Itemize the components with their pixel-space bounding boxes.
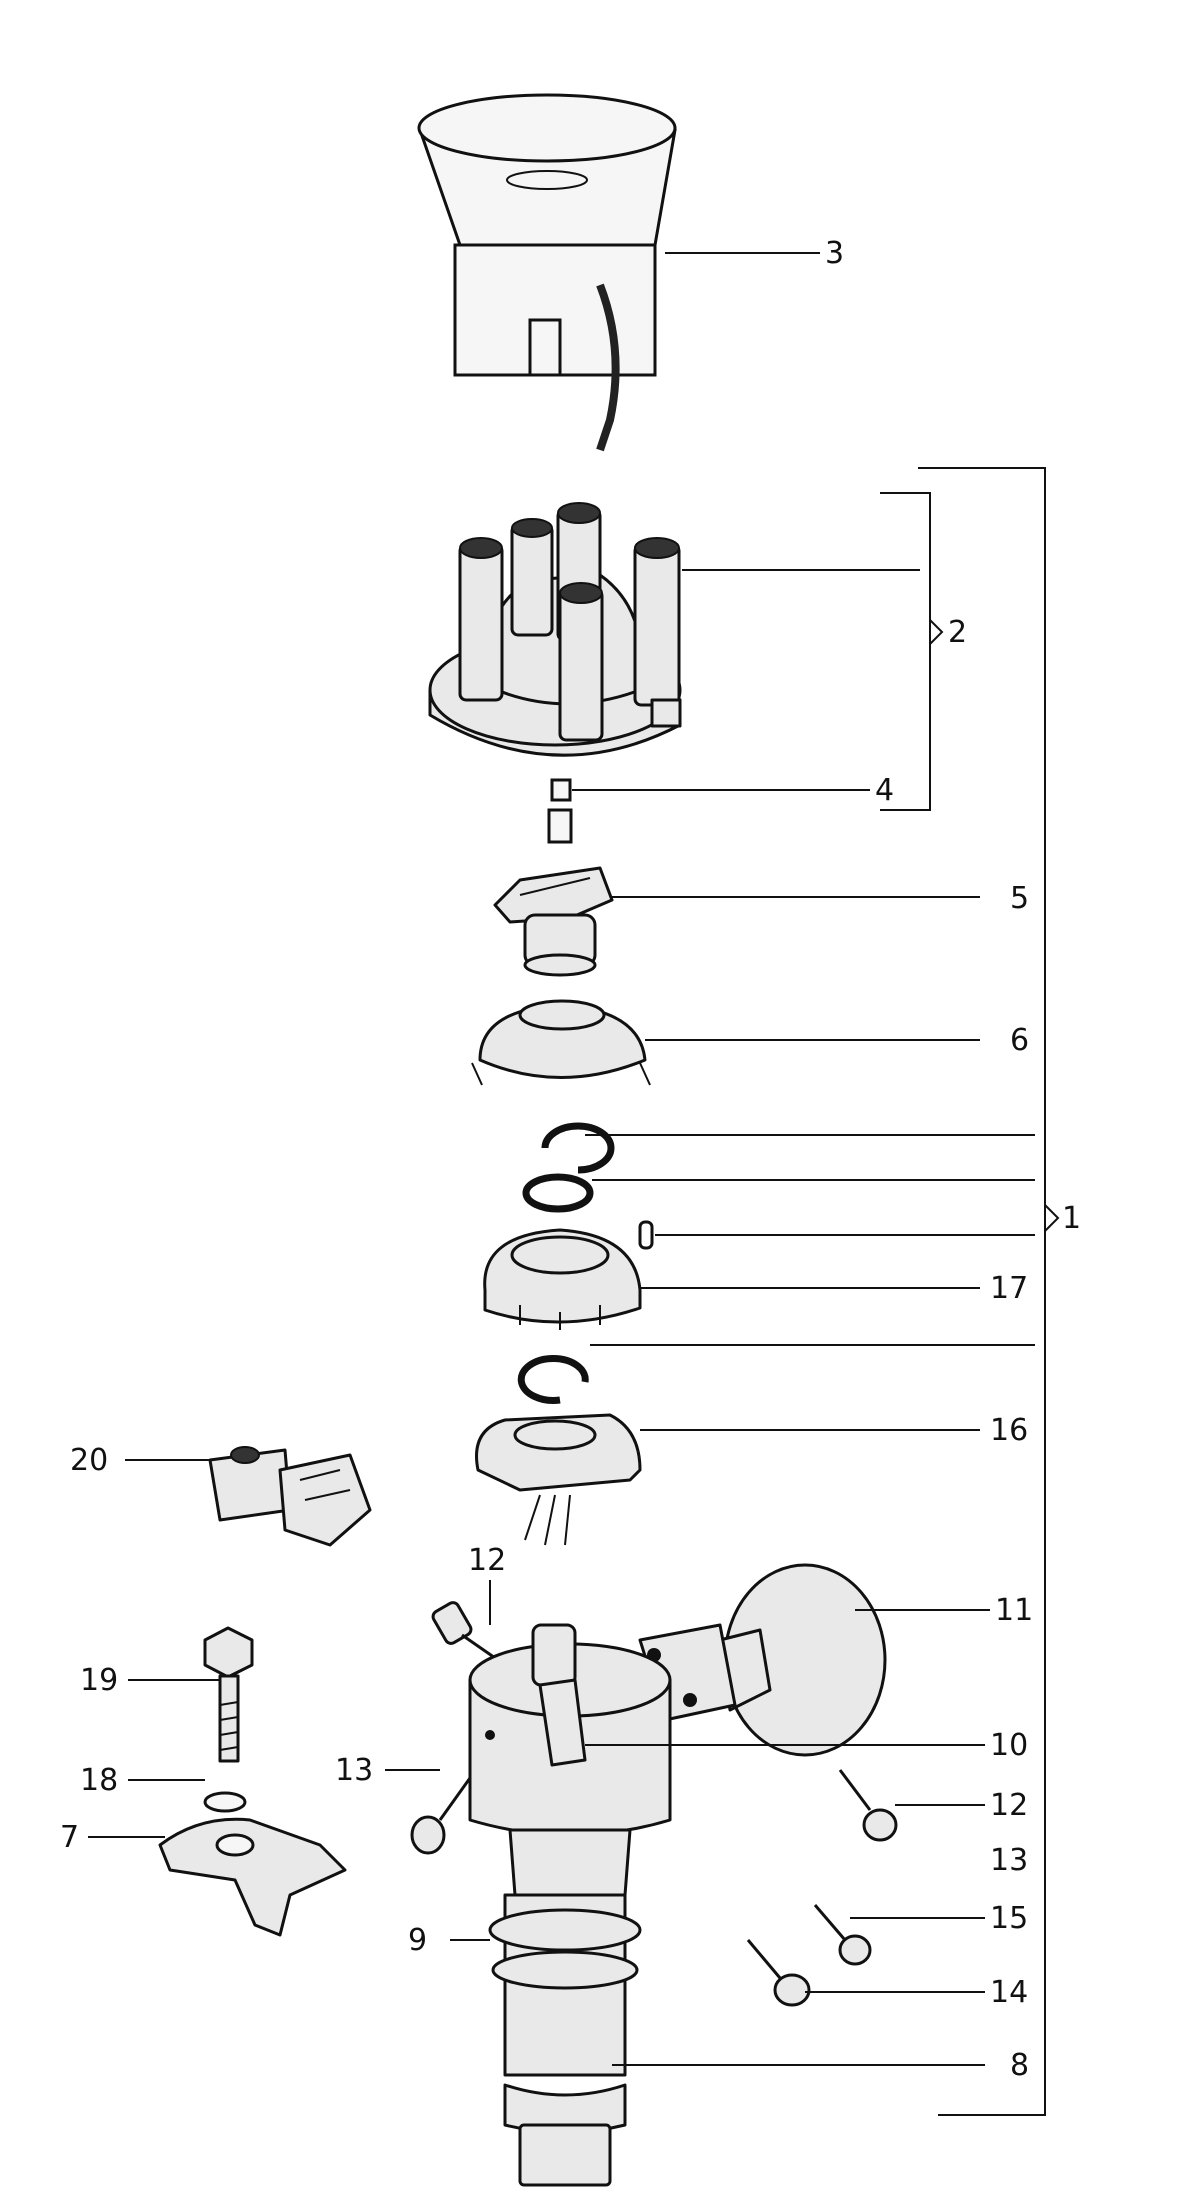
callout-16: 16 (990, 1413, 1028, 1448)
cap-tower (458, 537, 504, 702)
cap-tower (633, 537, 681, 707)
part-15-screw (813, 1904, 872, 1966)
part-16-pickup-assembly (475, 1413, 642, 1546)
cap-tower (510, 518, 554, 637)
callout-4: 4 (875, 773, 894, 808)
callout-13-left: 13 (335, 1753, 373, 1788)
callout-17: 17 (990, 1271, 1028, 1306)
part-5-rotor (493, 866, 614, 977)
bracket-1 (918, 467, 1046, 2116)
part-12-screw-upper (431, 1601, 499, 1662)
leader-lines (88, 252, 1035, 2066)
part-18-nut (203, 1791, 247, 1813)
small-pin (638, 1220, 654, 1250)
part-14-screw (746, 1939, 811, 2007)
retaining-clip-lower (517, 1354, 589, 1404)
part-17-breaker-plate (483, 1228, 642, 1330)
drive-shaft (488, 1893, 642, 2187)
callout-14: 14 (990, 1975, 1028, 2010)
part-6-dust-shield (471, 999, 651, 1086)
part-7-clamp-plate (158, 1817, 347, 1937)
cap-tower (558, 582, 604, 742)
part-2-distributor-cap (428, 502, 682, 757)
callout-2: 2 (948, 615, 967, 650)
callout-12-right: 12 (990, 1788, 1028, 1823)
part-20-control-unit (208, 1446, 372, 1547)
callout-9: 9 (408, 1923, 427, 1958)
callout-10: 10 (990, 1728, 1028, 1763)
callout-1: 1 (1062, 1201, 1081, 1236)
bearing-washer (522, 1173, 594, 1213)
callout-8: 8 (1010, 2048, 1029, 2083)
part-12-screw-right (838, 1769, 898, 1842)
callout-15: 15 (990, 1901, 1028, 1936)
part-19-bolt (203, 1626, 254, 1763)
bracket-1-tip (1044, 1204, 1060, 1232)
part-4-carbon-brush (547, 778, 573, 844)
callout-labels: 3 2 4 5 6 1 17 16 20 12 11 19 10 18 13 1… (60, 236, 1081, 2083)
callout-12-upper: 12 (468, 1543, 506, 1578)
callout-20: 20 (70, 1443, 108, 1478)
bracket-2-tip (929, 619, 944, 645)
part-3-boot (417, 93, 677, 452)
callout-3: 3 (825, 236, 844, 271)
callout-6: 6 (1010, 1023, 1029, 1058)
bracket-2 (880, 492, 931, 811)
part-11-vacuum-unit (638, 1563, 887, 1757)
retaining-clip-upper (541, 1122, 615, 1174)
callout-18: 18 (80, 1763, 118, 1798)
part-13-screw-left (410, 1777, 472, 1855)
callout-11: 11 (995, 1593, 1033, 1628)
callout-7: 7 (60, 1820, 79, 1855)
callout-5: 5 (1010, 881, 1029, 916)
part-10-distributor-housing (468, 1623, 672, 1897)
callout-19: 19 (80, 1663, 118, 1698)
callout-13-right: 13 (990, 1843, 1028, 1878)
